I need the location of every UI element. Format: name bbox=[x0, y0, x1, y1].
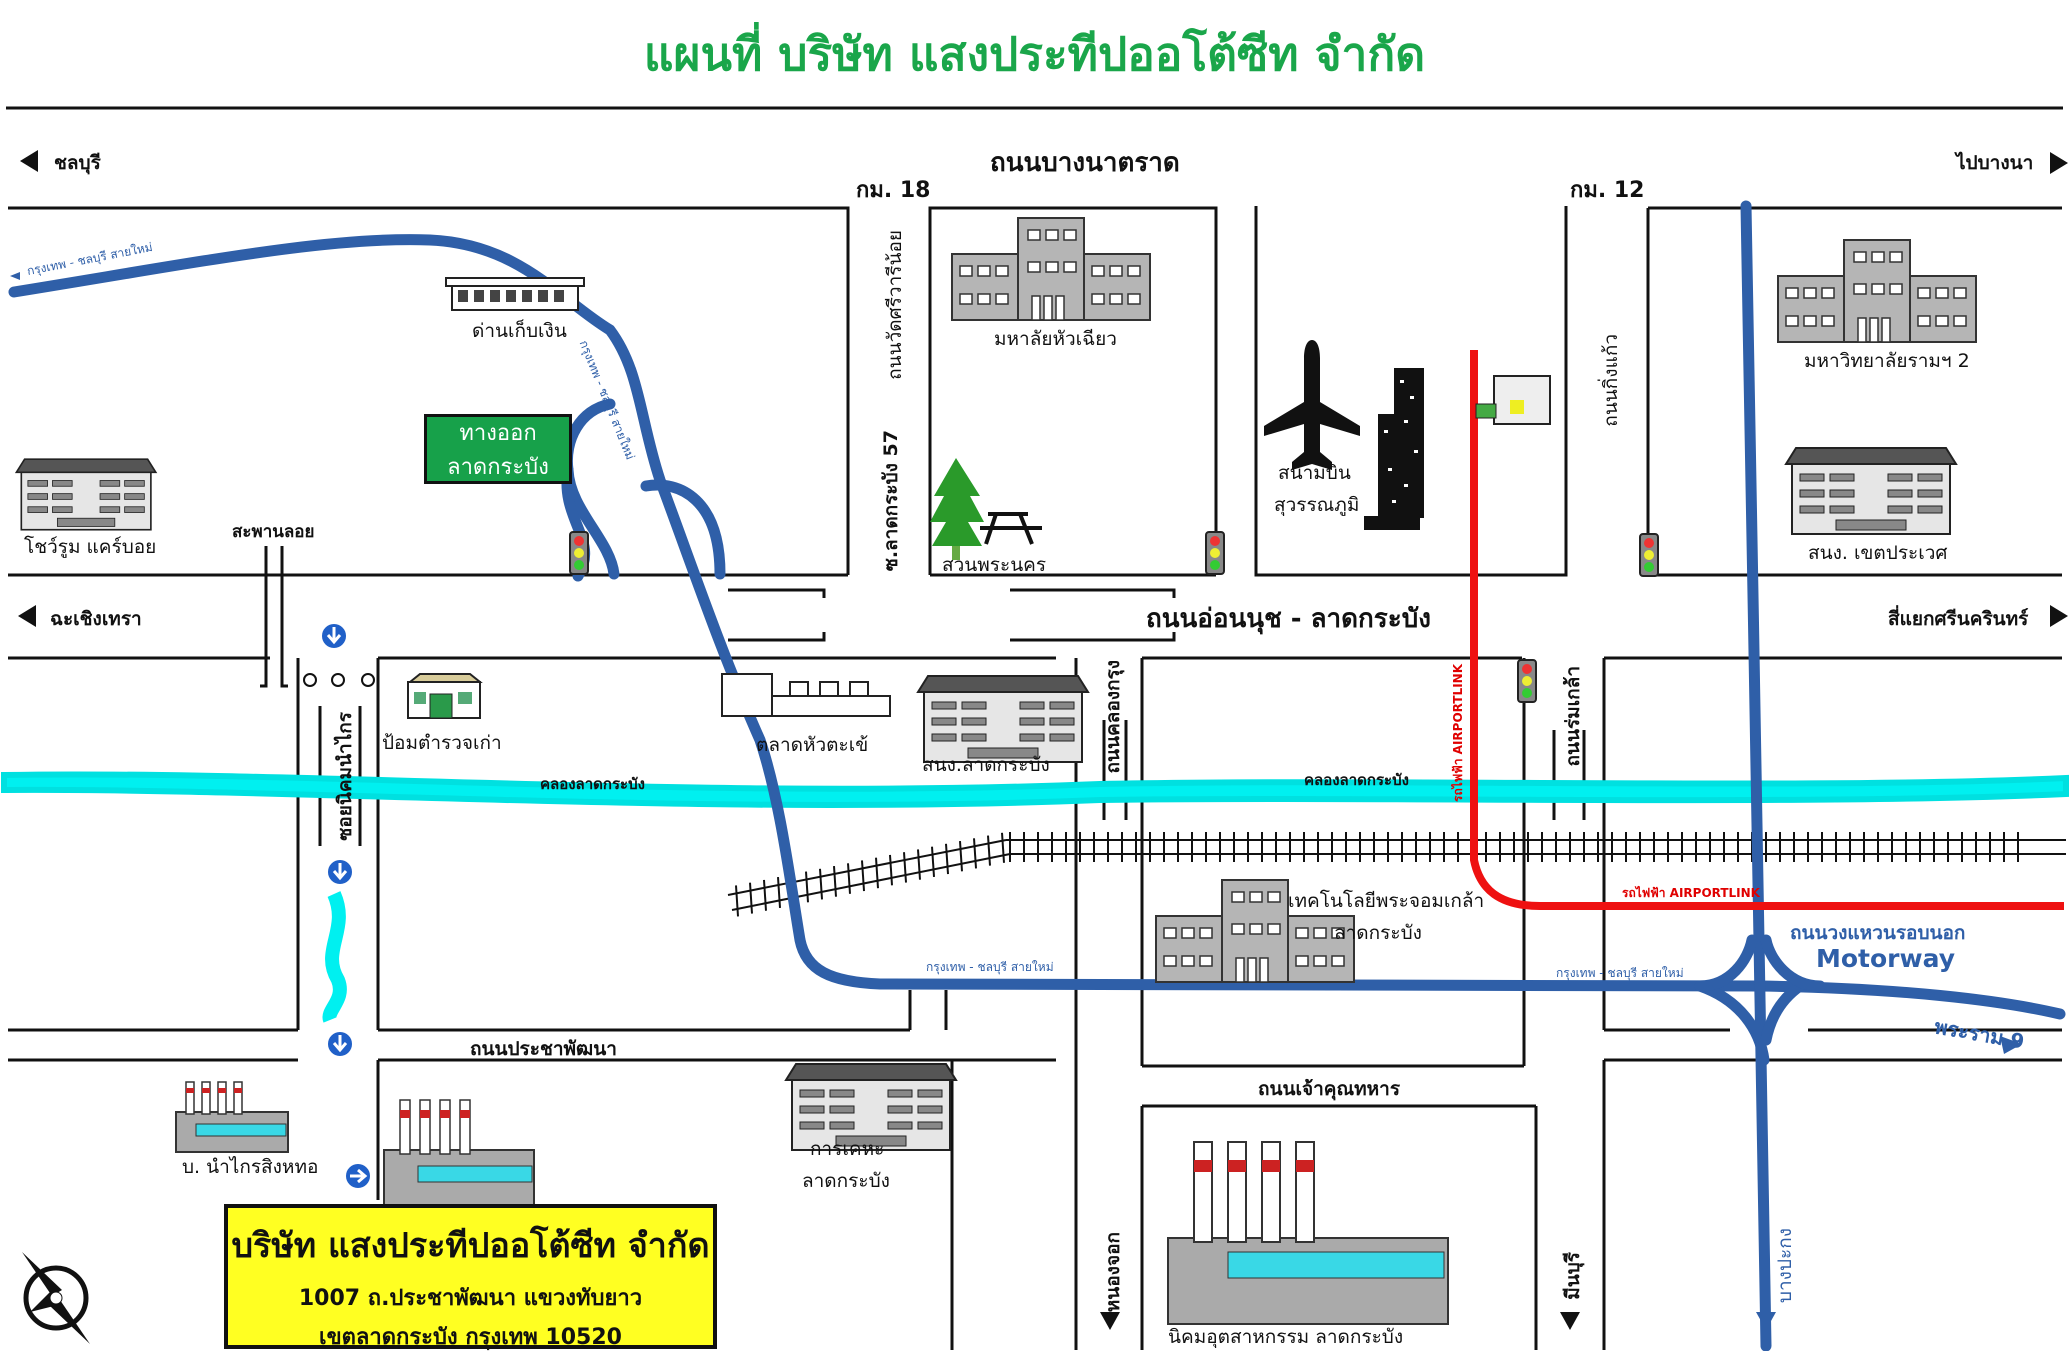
exit-sign-line-2: ลาดกระบัง bbox=[447, 455, 549, 480]
place-park: สวนพระนคร bbox=[942, 554, 1047, 576]
road-rom-klao: ถนนร่มเกล้า bbox=[1562, 666, 1584, 767]
company-name: บริษัท แสงประทีปออโต้ซีท จำกัด bbox=[231, 1226, 710, 1266]
road-soi-ladkrabang-57: ซ.ลาดกระบัง 57 bbox=[880, 430, 902, 572]
market-icon bbox=[721, 673, 891, 717]
road-soi-nikom: ซอยนิคมนำไกร bbox=[334, 712, 356, 841]
company-address-1: 1007 ถ.ประชาพัฒนา แขวงทับยาว bbox=[298, 1286, 643, 1311]
road-bangna-trat: ถนนบางนาตราด bbox=[990, 148, 1180, 178]
factory-icon bbox=[383, 1099, 535, 1207]
direction-srinakarin: สี่แยกศรีนครินทร์ bbox=[1888, 608, 2029, 630]
airplane-icon bbox=[1264, 340, 1360, 470]
arrow-left-icon bbox=[20, 150, 38, 172]
place-airport-2: สุวรรณภูมิ bbox=[1274, 494, 1360, 516]
place-housing-1: การเคหะ bbox=[810, 1138, 885, 1160]
factory-icon bbox=[1167, 1141, 1449, 1325]
place-industrial: นิคมอุตสาหกรรม ลาดกระบัง bbox=[1168, 1326, 1404, 1348]
tower-icon bbox=[1364, 368, 1424, 530]
place-huachiew: มหาลัยหัวเฉียว bbox=[994, 328, 1117, 350]
place-kmitl-2: ลาดกระบัง bbox=[1334, 922, 1422, 944]
road-min-buri: มีนบุรี bbox=[1562, 1252, 1584, 1300]
compass-icon bbox=[22, 1252, 90, 1344]
road-motorway: Motorway bbox=[1816, 944, 1956, 973]
road-bang-pakong: บางปะกง bbox=[1774, 1228, 1796, 1304]
police-box-icon bbox=[407, 673, 483, 719]
exit-sign: ทางออก ลาดกระบัง bbox=[424, 414, 572, 484]
place-naikrai: บ. นำไกรสิงหทอ bbox=[182, 1156, 319, 1178]
direction-bangna: ไปบางนา bbox=[1956, 152, 2034, 174]
airport-link-label-vertical: รถไฟฟ้า AIRPORTLINK bbox=[1451, 664, 1465, 802]
place-district-ladkrabang: สนง.ลาดกระบัง bbox=[922, 754, 1050, 776]
arrow-right-icon bbox=[2050, 605, 2068, 627]
place-airport-1: สนามบิน bbox=[1278, 462, 1351, 484]
place-market: ตลาดหัวตะเข้ bbox=[756, 734, 869, 756]
road-king-kaew: ถนนกิ่งแก้ว bbox=[1600, 334, 1622, 427]
road-outer-ring: ถนนวงแหวนรอบนอก bbox=[1790, 922, 1966, 944]
road-nong-chok: หนองจอก bbox=[1102, 1232, 1124, 1313]
motorway-label-4: กรุงเทพ - ชลบุรี สายใหม่ bbox=[1556, 966, 1684, 980]
motorway-label-3: กรุงเทพ - ชลบุรี สายใหม่ bbox=[926, 960, 1054, 974]
arrow-right-icon bbox=[2050, 152, 2068, 174]
road-khlong-krung: ถนนคลองกรุง bbox=[1102, 660, 1124, 774]
road-chao-khun-thahan: ถนนเจ้าคุณทหาร bbox=[1258, 1078, 1401, 1100]
km-18: กม. 18 bbox=[856, 178, 931, 203]
road-pracha-phatthana: ถนนประชาพัฒนา bbox=[470, 1038, 617, 1060]
company-address-2: เขตลาดกระบัง กรุงเทพ 10520 bbox=[319, 1325, 622, 1350]
toll-booth-icon bbox=[445, 277, 585, 311]
km-12: กม. 12 bbox=[1570, 178, 1645, 203]
exit-sign-line-1: ทางออก bbox=[459, 421, 537, 446]
one-way-arrow-icon bbox=[320, 622, 372, 1190]
direction-chachoengsao: ฉะเชิงเทรา bbox=[50, 608, 142, 630]
station-icon bbox=[1475, 375, 1551, 425]
tree-icon bbox=[930, 458, 984, 560]
page-title: แผนที่ บริษัท แสงประทีปออโต้ซีท จำกัด bbox=[643, 27, 1426, 81]
place-housing-2: ลาดกระบัง bbox=[802, 1170, 890, 1192]
place-police: ป้อมตำรวจเก่า bbox=[382, 732, 502, 754]
company-box: บริษัท แสงประทีปออโต้ซีท จำกัด 1007 ถ.ปร… bbox=[224, 1204, 717, 1350]
place-showroom: โชว์รูม แคร์บอย bbox=[24, 536, 157, 558]
pedestrian-bridge: สะพานลอย bbox=[232, 522, 315, 542]
canal-label-2: คลองลาดกระบัง bbox=[1304, 771, 1409, 789]
airport-link-label-horizontal: รถไฟฟ้า AIRPORTLINK bbox=[1622, 886, 1760, 900]
place-district-prawet: สนง. เขตประเวศ bbox=[1808, 542, 1948, 564]
canal-label-1: คลองลาดกระบัง bbox=[540, 775, 645, 793]
place-toll: ด่านเก็บเงิน bbox=[472, 320, 567, 342]
picnic-table-icon bbox=[980, 512, 1042, 545]
direction-chonburi: ชลบุรี bbox=[54, 152, 101, 174]
place-ram2: มหาวิทยาลัยรามฯ 2 bbox=[1804, 350, 1970, 372]
road-onnut-ladkrabang: ถนนอ่อนนุช - ลาดกระบัง bbox=[1146, 604, 1431, 634]
arrow-left-icon bbox=[18, 605, 36, 627]
place-kmitl-1: เทคโนโลยีพระจอมเกล้า bbox=[1288, 890, 1485, 912]
road-wat-sri-wareenoi: ถนนวัดศรีวารีน้อย bbox=[884, 230, 906, 380]
